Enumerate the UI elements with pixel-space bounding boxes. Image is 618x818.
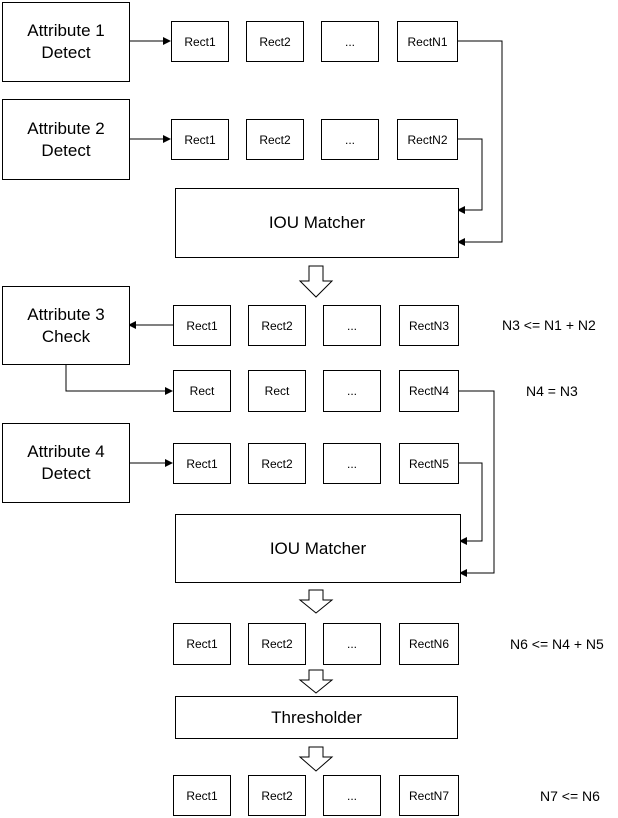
row4-rect-ellipsis: ... [323, 370, 381, 412]
arrow-row1-to-matcher1 [457, 40, 503, 246]
arrow-attr3-to-row4 [65, 364, 173, 395]
note-n4: N4 = N3 [526, 383, 578, 399]
arrow-row2-to-matcher1 [457, 138, 483, 214]
row3-rect-ellipsis: ... [323, 305, 381, 346]
thresholder-box: Thresholder [175, 696, 458, 739]
row4-rect-2: Rect [248, 370, 306, 412]
row7-rect-2: Rect2 [248, 775, 306, 816]
row6-rect-ellipsis: ... [323, 623, 381, 665]
row4-rect-n4: RectN4 [399, 370, 459, 412]
row3-rect-1: Rect1 [173, 305, 231, 346]
row6-rect-n6: RectN6 [399, 623, 459, 665]
row1-rect-1: Rect1 [171, 21, 229, 62]
row2-rect-ellipsis: ... [321, 119, 379, 160]
row7-rect-ellipsis: ... [323, 775, 381, 816]
arrow-row4-to-matcher2 [458, 390, 495, 577]
row2-rect-1: Rect1 [171, 119, 229, 160]
row1-rect-n1: RectN1 [397, 21, 458, 62]
row5-rect-n5: RectN5 [399, 443, 459, 484]
row5-rect-ellipsis: ... [323, 443, 381, 484]
flow-arrow-3 [298, 669, 334, 694]
iou-matcher-2: IOU Matcher [175, 514, 461, 583]
row2-rect-n2: RectN2 [397, 119, 458, 160]
attribute-2-detect-box: Attribute 2 Detect [2, 99, 130, 180]
row4-rect-1: Rect [173, 370, 231, 412]
row6-rect-2: Rect2 [248, 623, 306, 665]
iou-matcher-1: IOU Matcher [175, 188, 459, 258]
note-n6: N6 <= N4 + N5 [510, 636, 604, 652]
flow-arrow-1 [298, 265, 334, 298]
note-n3: N3 <= N1 + N2 [502, 317, 596, 333]
row5-rect-1: Rect1 [173, 443, 231, 484]
row2-rect-2: Rect2 [246, 119, 304, 160]
row1-rect-2: Rect2 [246, 21, 304, 62]
flow-arrow-4 [298, 746, 334, 772]
row5-rect-2: Rect2 [248, 443, 306, 484]
row6-rect-1: Rect1 [173, 623, 231, 665]
arrow-row5-to-matcher2 [458, 462, 483, 545]
attribute-4-detect-box: Attribute 4 Detect [2, 423, 130, 503]
flow-arrow-2 [298, 589, 334, 614]
row1-rect-ellipsis: ... [321, 21, 379, 62]
row3-rect-2: Rect2 [248, 305, 306, 346]
row3-rect-n3: RectN3 [399, 305, 459, 346]
note-n7: N7 <= N6 [540, 788, 600, 804]
attribute-1-detect-box: Attribute 1 Detect [2, 2, 130, 82]
row7-rect-n7: RectN7 [399, 775, 459, 816]
row7-rect-1: Rect1 [173, 775, 231, 816]
attribute-3-check-box: Attribute 3 Check [2, 286, 130, 365]
